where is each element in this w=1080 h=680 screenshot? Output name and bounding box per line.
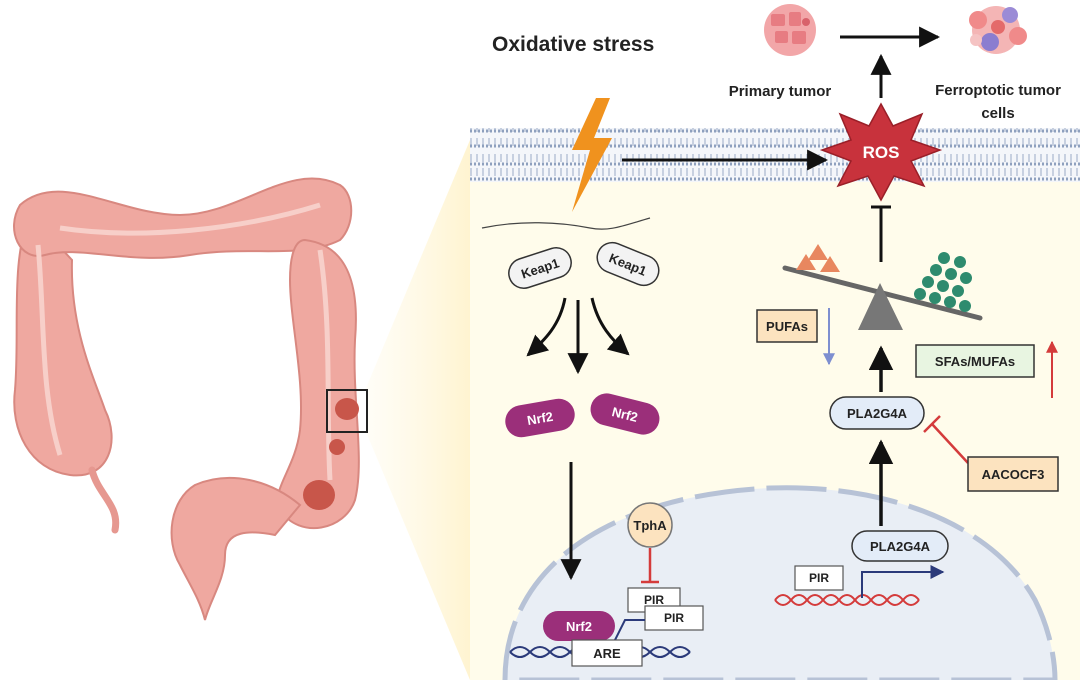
are-box: ARE bbox=[571, 639, 643, 667]
pir-gene-box: PIR bbox=[794, 565, 844, 591]
nrf2-right-label: Nrf2 bbox=[610, 404, 639, 425]
ros-burst: ROS bbox=[819, 102, 943, 202]
pir-gene-label: PIR bbox=[809, 571, 829, 585]
keap1-right: Keap1 bbox=[596, 241, 660, 287]
pir-connector bbox=[614, 619, 645, 641]
pla2g4a-cyto-label: PLA2G4A bbox=[847, 406, 908, 421]
nrf2-right: Nrf2 bbox=[590, 393, 660, 435]
dna-helix-right bbox=[774, 594, 920, 606]
primary-tumor-icon bbox=[764, 4, 816, 56]
keap1-left: Keap1 bbox=[508, 246, 572, 290]
zoom-wedge bbox=[366, 140, 470, 680]
ferroptotic-label-1: Ferroptotic tumor bbox=[935, 82, 1061, 99]
pla2g4a-nucleus: PLA2G4A bbox=[851, 530, 949, 562]
aacocf3-label: AACOCF3 bbox=[982, 467, 1045, 482]
pir-stack: PIR PIR bbox=[627, 587, 704, 631]
ros-label: ROS bbox=[863, 143, 900, 162]
nrf2-bound: Nrf2 bbox=[543, 611, 615, 641]
keap1-tether-line bbox=[481, 217, 651, 230]
ferroptotic-cells-icon bbox=[969, 6, 1027, 54]
colon-illustration bbox=[13, 177, 368, 621]
ferroptotic-label-2: cells bbox=[981, 105, 1014, 122]
oxidative-stress-label: Oxidative stress bbox=[492, 33, 654, 56]
sfas-mufas-label: SFAs/MUFAs bbox=[935, 354, 1015, 369]
pir-front-label: PIR bbox=[664, 611, 684, 625]
tpha-node: TphA bbox=[627, 502, 673, 548]
pir-back-label: PIR bbox=[644, 593, 664, 607]
zoom-box bbox=[326, 389, 368, 433]
sfas-mufas-box: SFAs/MUFAs bbox=[915, 344, 1035, 378]
pufas-box: PUFAs bbox=[756, 309, 818, 343]
primary-tumor-label: Primary tumor bbox=[729, 83, 832, 100]
keap1-arrow-right bbox=[590, 297, 630, 356]
transcription-start-arrow bbox=[861, 565, 945, 598]
nrf2-left-label: Nrf2 bbox=[526, 409, 554, 428]
pla2g4a-nucleus-label: PLA2G4A bbox=[870, 539, 931, 554]
aacocf3-box: AACOCF3 bbox=[967, 456, 1059, 492]
pufas-label: PUFAs bbox=[766, 319, 808, 334]
aacocf3-inhibit-line bbox=[931, 423, 969, 464]
nrf2-left: Nrf2 bbox=[505, 398, 575, 438]
are-label: ARE bbox=[593, 646, 621, 661]
pla2g4a-cytoplasm: PLA2G4A bbox=[829, 396, 925, 430]
lightning-icon bbox=[572, 98, 612, 212]
keap1-arrow-left bbox=[526, 297, 567, 357]
nrf2-bound-label: Nrf2 bbox=[566, 619, 592, 634]
seesaw-icon bbox=[782, 244, 983, 330]
aacocf3-inhibit-bar bbox=[923, 415, 941, 433]
cell-membrane bbox=[470, 128, 1080, 182]
tpha-label: TphA bbox=[633, 518, 667, 533]
